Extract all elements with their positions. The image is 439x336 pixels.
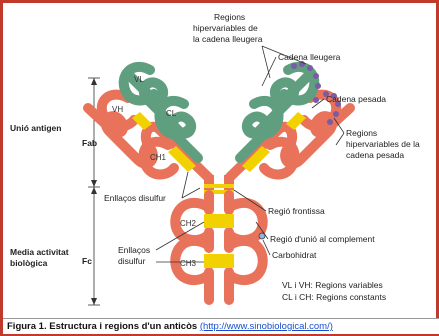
ch2-interface xyxy=(204,214,234,228)
domain-vh: VH xyxy=(112,105,123,114)
label-hypervariable-heavy-1: Regions xyxy=(346,128,377,138)
caption-text: Figura 1. Estructura i regions d'un anti… xyxy=(7,321,200,332)
hinge-disulfide-1 xyxy=(204,184,234,188)
label-disulfide-bottom-1: Enllaços xyxy=(118,245,150,255)
label-heavy-chain: Cadena pesada xyxy=(326,94,386,104)
heavy-chain-left-fc xyxy=(175,195,209,300)
label-disulfide-top: Enllaços disulfur xyxy=(104,193,166,203)
domain-ch2: CH2 xyxy=(180,219,197,228)
ch1-loop-right xyxy=(264,142,295,175)
domain-vl: VL xyxy=(134,75,144,84)
heavy-chain-right-fc xyxy=(229,195,263,300)
domain-ch1: CH1 xyxy=(150,153,167,162)
label-activity-2: biològica xyxy=(10,258,48,268)
label-hypervariable-heavy-3: cadena pesada xyxy=(346,150,404,160)
fab-left xyxy=(88,67,209,178)
label-hypervariable-light-3: la cadena lleugera xyxy=(193,34,263,44)
caption-link[interactable]: (http://www.sinobiological.com/) xyxy=(200,321,333,332)
label-hinge: Regió frontissa xyxy=(268,206,325,216)
fab-right xyxy=(229,61,350,178)
label-antigen-binding: Unió antigen xyxy=(10,123,61,133)
figure-caption: Figura 1. Estructura i regions d'un anti… xyxy=(3,318,439,334)
label-light-chain: Cadena lleugera xyxy=(278,52,341,62)
label-hypervariable-light-2: hipervariables de xyxy=(193,23,258,33)
label-hypervariable-heavy-2: hipervariables de la xyxy=(346,139,420,149)
label-activity-1: Media activitat xyxy=(10,247,69,257)
label-disulfide-bottom-2: disulfur xyxy=(118,256,146,266)
label-complement: Regió d'unió al complement xyxy=(270,234,375,244)
domain-cl: CL xyxy=(166,109,177,118)
label-carbohydrate: Carbohidrat xyxy=(272,250,317,260)
label-fc: Fc xyxy=(82,256,92,266)
legend-constant: CL i CH: Regions constants xyxy=(282,292,386,302)
label-hypervariable-light-1: Regions xyxy=(214,12,245,22)
domain-ch3: CH3 xyxy=(180,259,197,268)
fc-region xyxy=(175,175,265,300)
label-fab: Fab xyxy=(82,138,97,148)
ch3-interface xyxy=(204,254,234,268)
legend-variable: VL i VH: Regions variables xyxy=(282,280,383,290)
